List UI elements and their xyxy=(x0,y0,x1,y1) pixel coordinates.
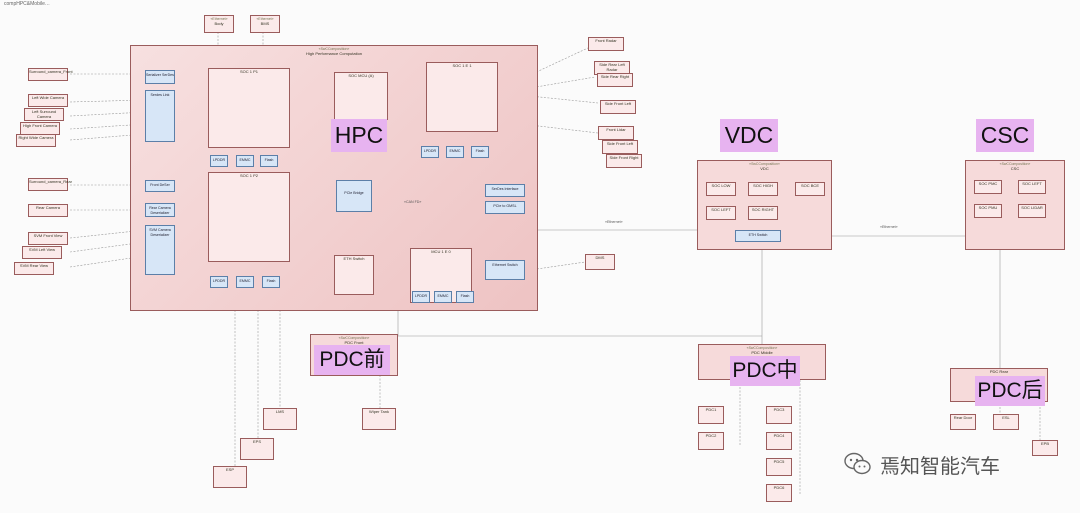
vdc-cpu-3[interactable]: SOC BCE xyxy=(795,182,825,196)
soc-mcu-box[interactable]: SOC MCU (A) xyxy=(334,72,388,120)
camera-surround-rear[interactable]: Surround_camera_Rear xyxy=(28,178,72,191)
camera-svm-front[interactable]: SVM Front View xyxy=(28,232,68,245)
mem-lpddr-1: LPDDR xyxy=(210,155,228,167)
ethernet-switch[interactable]: Ethernet Switch xyxy=(485,260,525,280)
dms-box[interactable]: DMS xyxy=(585,254,615,270)
deser-3[interactable]: Front DeSer xyxy=(145,180,175,192)
pdc-mid-child-4[interactable]: PDC4 xyxy=(766,432,792,450)
label-csc: CSC xyxy=(976,119,1034,152)
mem-emmc-3: EMMC xyxy=(446,146,464,158)
mem-emmc-1: EMMC xyxy=(236,155,254,167)
csc-cpu-4[interactable]: SOC LIDAR xyxy=(1018,204,1046,218)
vdc-cpu-2[interactable]: SOC HIGH xyxy=(748,182,778,196)
pcie-bridge[interactable]: PCIe Bridge xyxy=(336,180,372,212)
mem-flash-4: Flash xyxy=(456,291,474,303)
wechat-logo-icon xyxy=(844,452,871,475)
window-title: compHPC&Mobile… xyxy=(4,1,50,7)
csc-cpu-3[interactable]: SOC PMU xyxy=(974,204,1002,218)
soc-p1[interactable]: SOC 1 P1 xyxy=(208,68,290,148)
bottom-box-wiper[interactable]: Wiper Tank xyxy=(362,408,396,430)
soc-p2[interactable]: SOC 1 P2 xyxy=(208,172,290,262)
soc-e1[interactable]: SOC 1 E 1 xyxy=(426,62,498,132)
radar-side-front-left[interactable]: Side Front Left xyxy=(600,100,636,114)
mem-emmc-4: EMMC xyxy=(434,291,452,303)
pdc-rear-child-3[interactable]: EPB xyxy=(1032,440,1058,456)
vdc-cpu-4[interactable]: SOC LEFT xyxy=(706,206,736,220)
serdes-interface[interactable]: SerDes Interface xyxy=(485,184,525,197)
camera-left-wide[interactable]: Left Wide Camera xyxy=(28,94,68,107)
vdc-composition[interactable]: «SwCComposition»VDC xyxy=(697,160,832,250)
wire-tag-2: «Ethernet» xyxy=(880,225,898,229)
camera-svm-rear[interactable]: SVM Rear View xyxy=(14,262,54,275)
bottom-box-esp[interactable]: ESP xyxy=(213,466,247,488)
label-pdc-rear: PDC后 xyxy=(975,376,1045,406)
label-pdc-front: PDC前 xyxy=(314,345,390,375)
lidar-side-front-left[interactable]: Side Front Left xyxy=(602,140,638,154)
pdc-rear-child-1[interactable]: Rear Door xyxy=(950,414,976,430)
pdc-mid-child-3[interactable]: PDC3 xyxy=(766,406,792,424)
mem-lpddr-3: LPDDR xyxy=(421,146,439,158)
bottom-box-eps[interactable]: EPS xyxy=(240,438,274,460)
label-hpc: HPC xyxy=(331,119,387,152)
deser-1[interactable]: Serializer SerDes xyxy=(145,70,175,84)
deser-2[interactable]: Serdes Link xyxy=(145,90,175,142)
mem-flash-3: Flash xyxy=(471,146,489,158)
radar-front[interactable]: Front Radar xyxy=(588,37,624,51)
wire-tag-1: «Ethernet» xyxy=(605,220,623,224)
lidar-side-front-right[interactable]: Side Front Right xyxy=(606,154,642,168)
pdc-mid-child-6[interactable]: PDC6 xyxy=(766,484,792,502)
pdc-mid-child-2[interactable]: PDC2 xyxy=(698,432,724,450)
mem-emmc-2: EMMC xyxy=(236,276,254,288)
bms-box[interactable]: «Ethernet»BMS xyxy=(250,15,280,33)
vdc-eth-switch[interactable]: ETH Switch xyxy=(735,230,781,242)
watermark-text: 焉知智能汽车 xyxy=(880,454,1000,478)
radar-side-rear-right[interactable]: Side Rear Right xyxy=(597,73,633,87)
deser-4[interactable]: Rear Camera Deserializer xyxy=(145,203,175,217)
camera-right-wide[interactable]: Right Wide Camera xyxy=(16,134,56,147)
label-vdc: VDC xyxy=(720,119,778,152)
mem-lpddr-2: LPDDR xyxy=(210,276,228,288)
vdc-cpu-1[interactable]: SOC LOW xyxy=(706,182,736,196)
camera-left-surround[interactable]: Left Surround Camera xyxy=(24,108,64,121)
mem-flash-2: Flash xyxy=(262,276,280,288)
wire-tag-3: «CAN FD» xyxy=(404,200,422,204)
csc-cpu-2[interactable]: SOC LEFT xyxy=(1018,180,1046,194)
csc-cpu-1[interactable]: SOC PMC xyxy=(974,180,1002,194)
camera-svm-left[interactable]: SVM Left View xyxy=(22,246,62,259)
mem-flash-1: Flash xyxy=(260,155,278,167)
body-box[interactable]: «Ethernet»Body xyxy=(204,15,234,33)
bottom-box-lms[interactable]: LMS xyxy=(263,408,297,430)
label-pdc-mid: PDC中 xyxy=(730,356,800,386)
mem-lpddr-4: LPDDR xyxy=(412,291,430,303)
ethswitch-small[interactable]: ETH Switch xyxy=(334,255,374,295)
camera-surround-front[interactable]: Surround_camera_Front xyxy=(28,68,73,81)
pcie-to-gmsl[interactable]: PCIe to GMSL xyxy=(485,201,525,214)
pdc-mid-child-1[interactable]: PDC1 xyxy=(698,406,724,424)
vdc-cpu-5[interactable]: SOC RIGHT xyxy=(748,206,778,220)
lidar-front[interactable]: Front Lidar xyxy=(598,126,634,140)
camera-rear[interactable]: Rear Camera xyxy=(28,204,68,217)
pdc-rear-child-2[interactable]: ESL xyxy=(993,414,1019,430)
pdc-mid-child-5[interactable]: PDC5 xyxy=(766,458,792,476)
deser-5[interactable]: SVM Camera Deserializer xyxy=(145,225,175,275)
